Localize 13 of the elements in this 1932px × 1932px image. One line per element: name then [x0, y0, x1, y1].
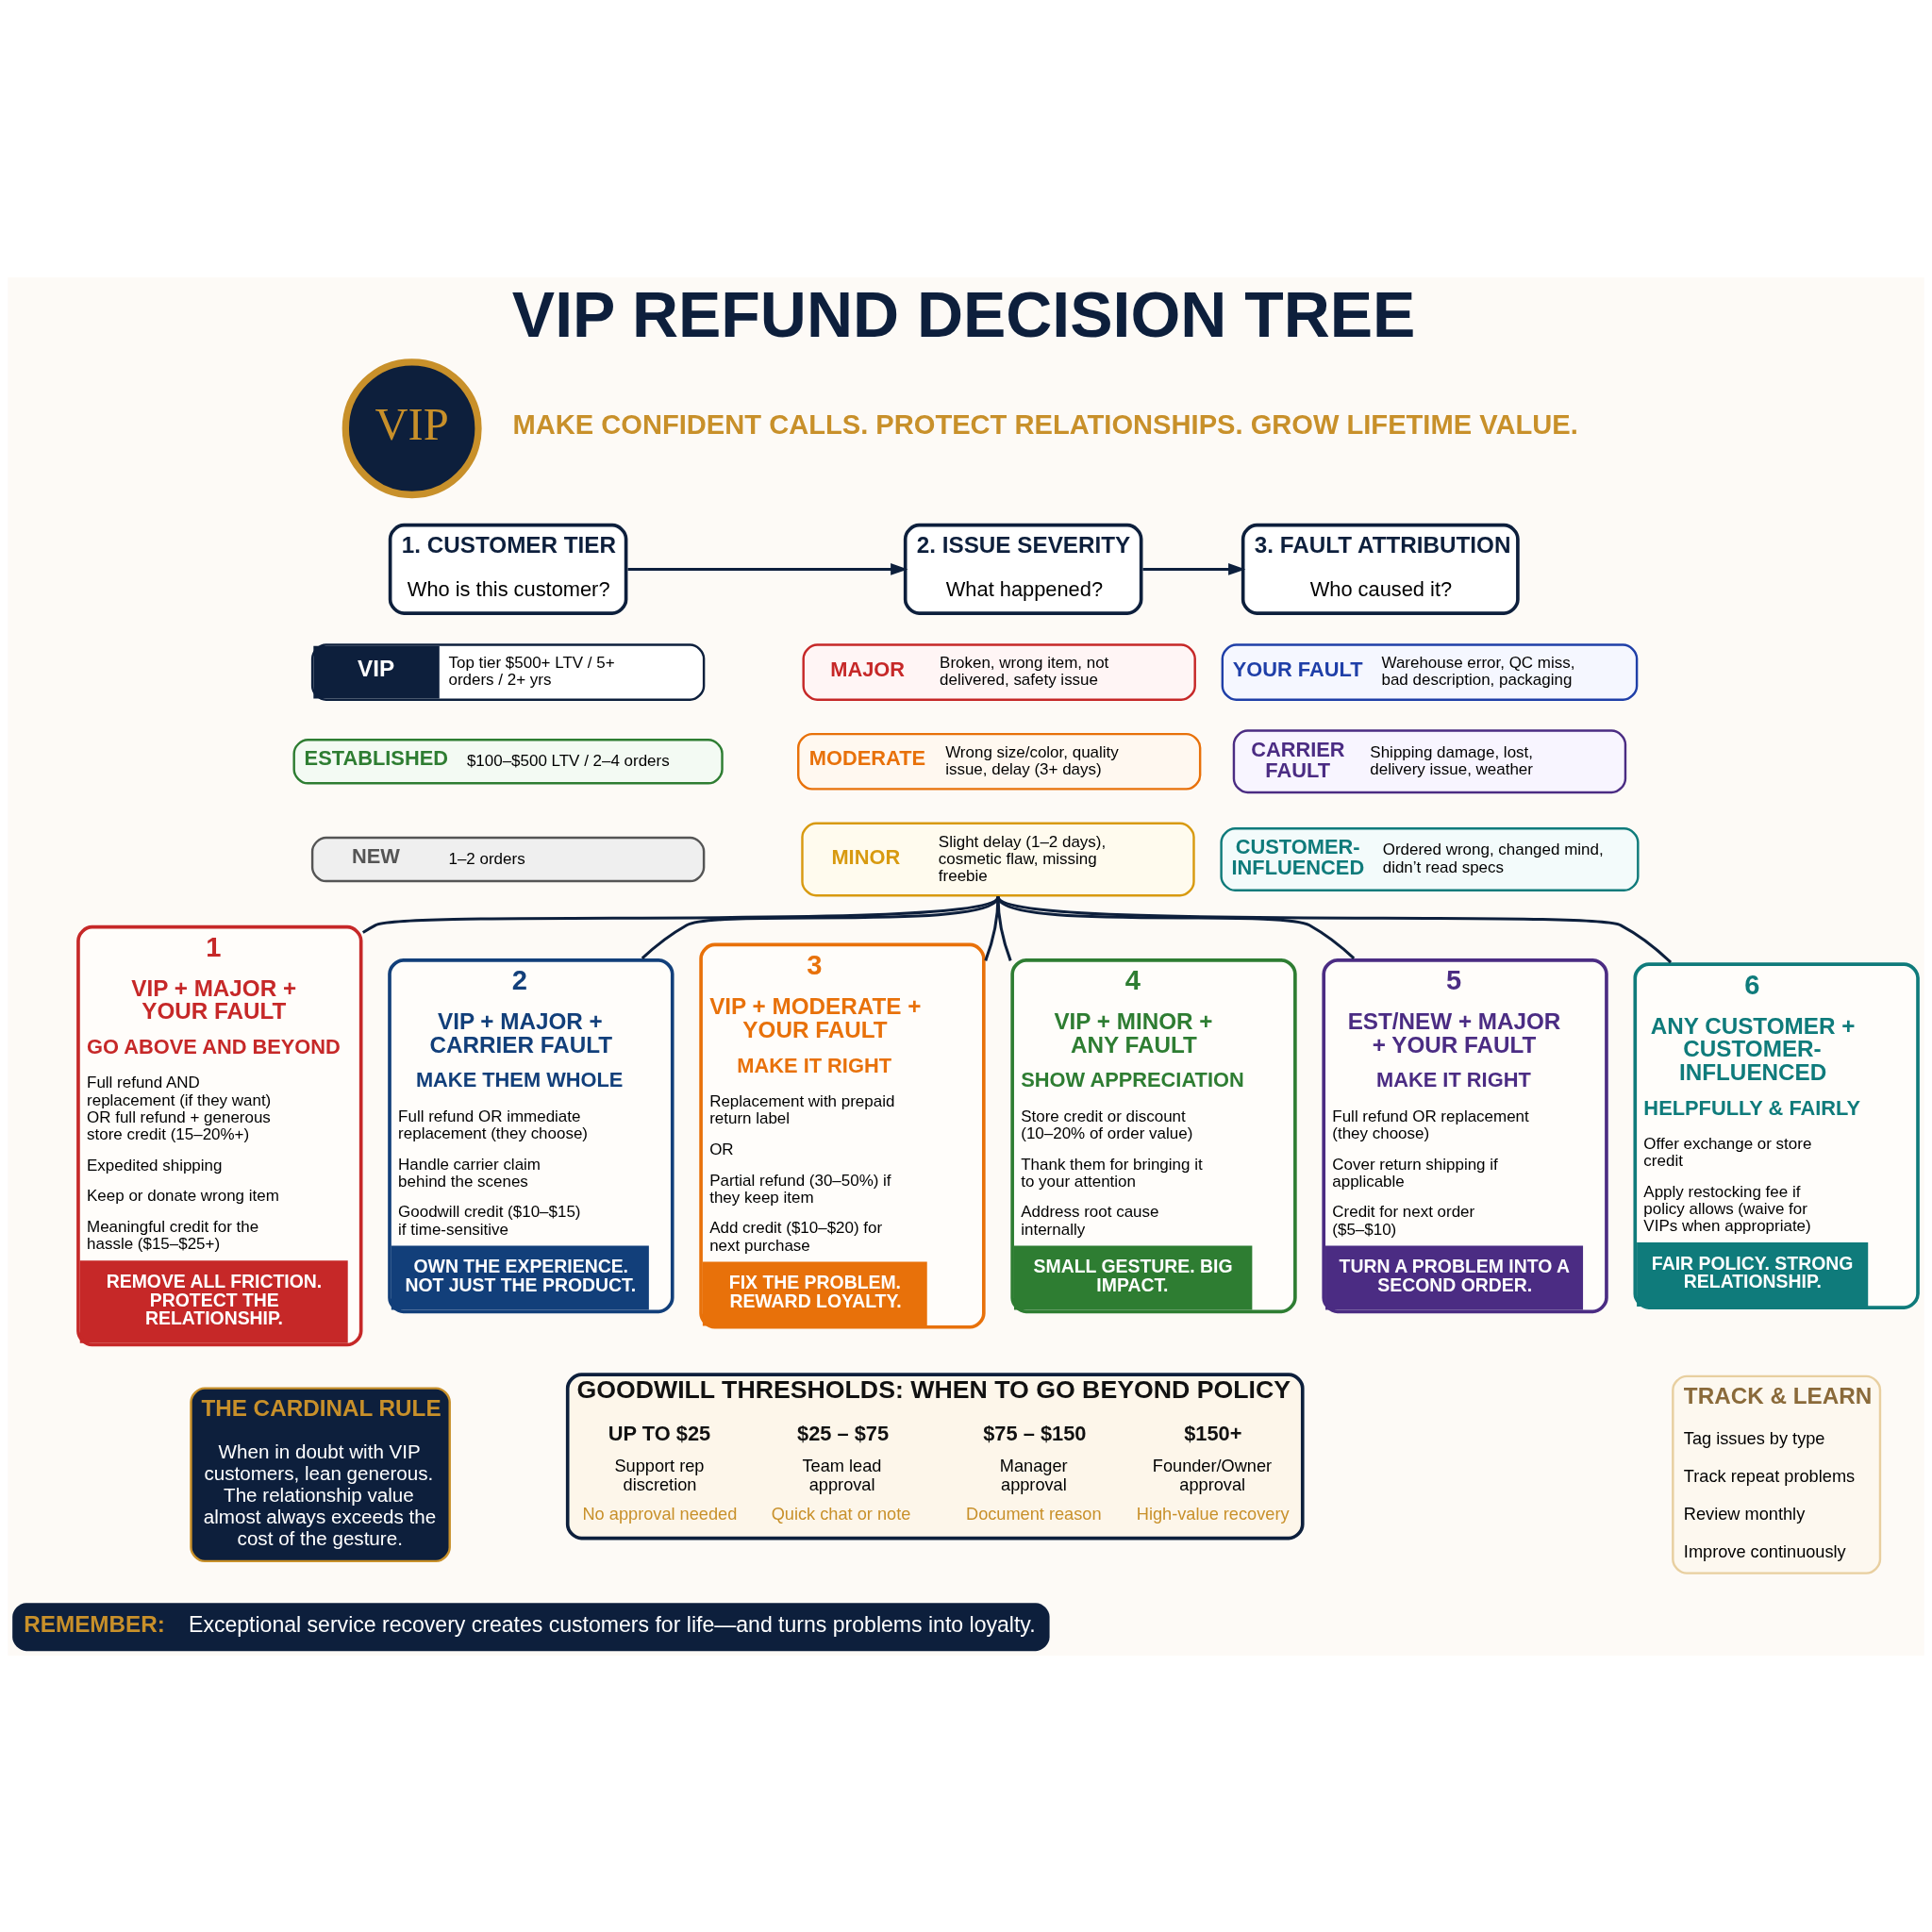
diagram-title: VIP REFUND DECISION TREE	[511, 277, 1416, 350]
node-text: $75 – $150 Manager approval Document reason	[966, 1421, 1102, 1524]
label: MAKE CONFIDENT CALLS. PROTECT RELATIONSHIPS. GROW LIFETIME VALUE.	[512, 408, 1578, 440]
connector	[997, 894, 1673, 963]
connector	[641, 895, 1000, 959]
arrow	[1142, 562, 1246, 575]
label: VIP	[375, 398, 449, 449]
connector	[984, 895, 1000, 961]
arrow	[627, 562, 908, 575]
node-text: $25 – $75 Team lead approval Quick chat or note	[771, 1421, 911, 1524]
node-text: $150+ Founder/Owner approval High-value recovery	[1136, 1421, 1290, 1524]
node-text: UP TO $25 Support rep discretion No approval needed	[582, 1421, 738, 1524]
node-box: REMEMBER: Exceptional service recovery creates customers for life—and turns problems into loyalty.	[12, 1602, 1050, 1651]
